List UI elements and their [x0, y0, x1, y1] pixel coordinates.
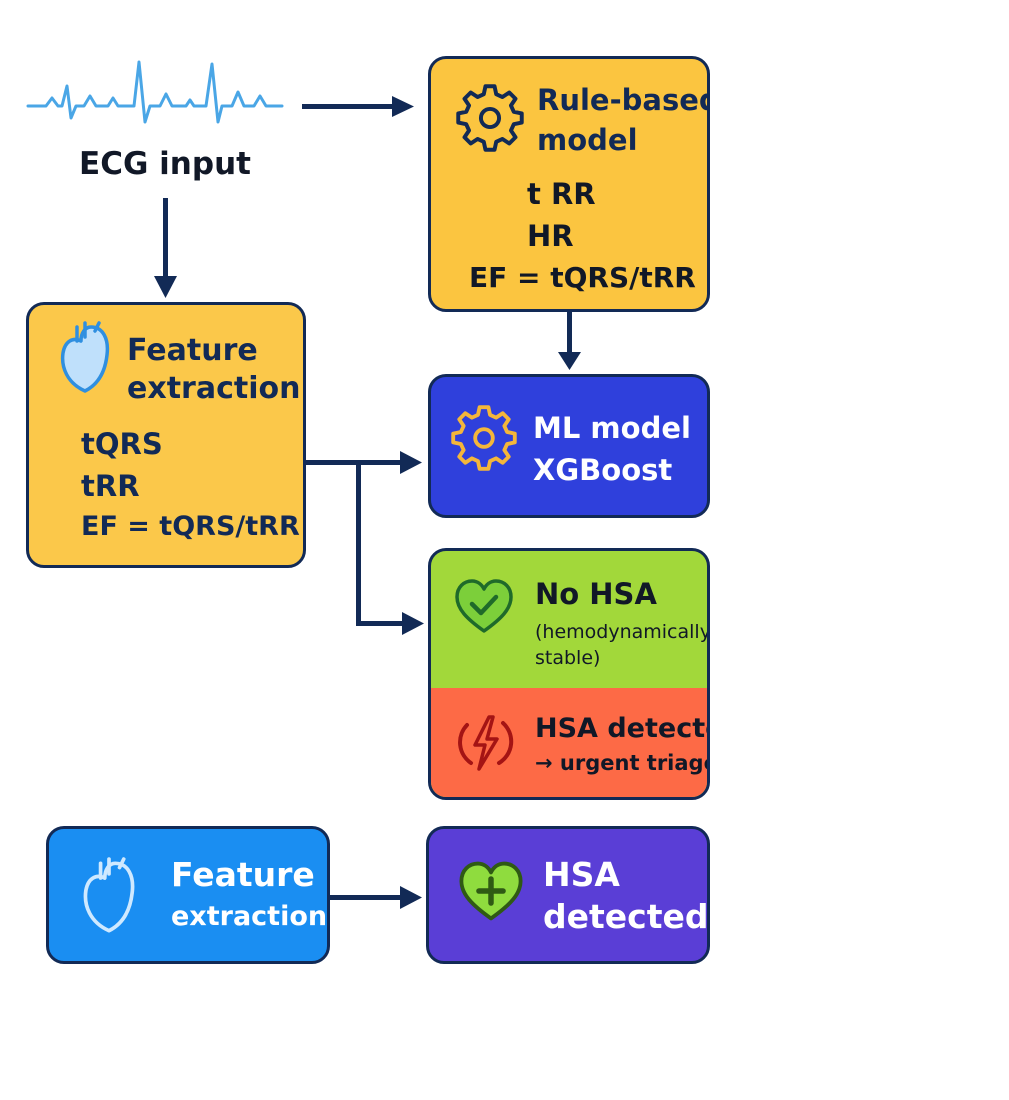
ml-model-title: ML model: [533, 411, 691, 445]
heart-plus-icon: [459, 861, 523, 921]
heart-icon: [83, 857, 135, 933]
feature-extraction-title-1: Feature: [127, 333, 258, 368]
feature-item: tRR: [81, 469, 140, 503]
rule-model-item: HR: [527, 219, 574, 253]
ml-model-box: ML model XGBoost: [428, 374, 710, 518]
ecg-input-label: ECG input: [79, 146, 251, 182]
outcome-box: No HSA (hemodynamically) stable) HSA det…: [428, 548, 710, 800]
rule-model-item: EF = tQRS/tRR: [469, 261, 696, 294]
arrow-bottom-feature-to-hsa: [330, 895, 402, 900]
lightning-icon: [458, 715, 514, 771]
rule-model-title-2: model: [537, 123, 638, 157]
feature-extraction-box: Feature extraction tQRS tRR EF = tQRS/tR…: [26, 302, 306, 568]
bottom-hsa-detected-box: HSA detected: [426, 826, 710, 964]
bottom-feature-title-1: Feature: [171, 855, 315, 894]
arrow-ecg-to-rule: [302, 104, 394, 109]
rule-based-model-box: Rule-based model t RR HR EF = tQRS/tRR: [428, 56, 710, 312]
feature-item: EF = tQRS/tRR: [81, 511, 300, 542]
rule-model-item: t RR: [527, 177, 596, 211]
feature-extraction-title-2: extraction: [127, 371, 301, 406]
no-hsa-title: No HSA: [535, 577, 657, 611]
heart-icon: [60, 321, 110, 393]
feature-item: tQRS: [81, 427, 163, 461]
bottom-hsa-title-1: HSA: [543, 855, 620, 894]
hsa-detected-subtitle: → urgent triage: [535, 751, 710, 775]
ecg-waveform: [26, 60, 284, 124]
bottom-feature-title-2: extraction: [171, 901, 328, 932]
heart-check-icon: [455, 579, 513, 633]
bottom-feature-extraction-box: Feature extraction: [46, 826, 330, 964]
hsa-detected-title: HSA detected: [535, 713, 707, 744]
arrow-branch-vertical: [356, 460, 361, 626]
gear-icon: [451, 405, 517, 471]
bottom-hsa-title-2: detected: [543, 897, 709, 936]
gear-icon: [456, 84, 524, 152]
arrow-feature-to-ml: [306, 460, 402, 465]
ml-model-subtitle: XGBoost: [533, 453, 673, 487]
no-hsa-line2: (hemodynamically): [535, 621, 710, 643]
arrow-rule-to-ml: [567, 312, 572, 354]
arrow-ecg-to-feature: [163, 198, 168, 278]
rule-model-title-1: Rule-based: [537, 83, 710, 117]
no-hsa-line3: stable): [535, 647, 601, 669]
arrow-branch-to-outcome: [356, 621, 404, 626]
